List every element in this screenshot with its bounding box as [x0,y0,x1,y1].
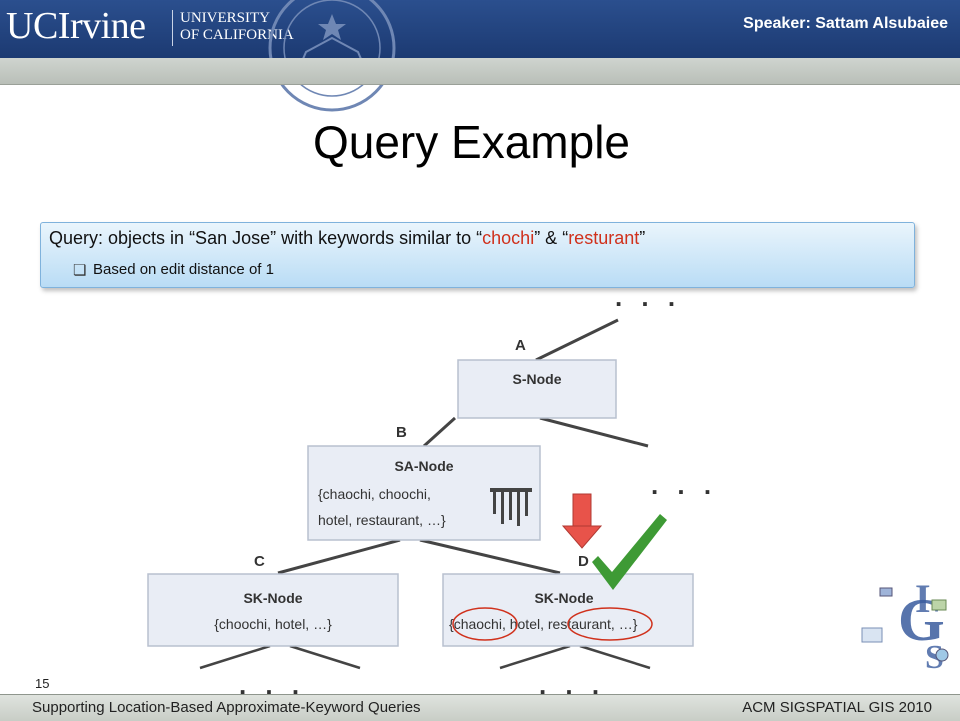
edge-c [277,538,401,575]
svg-text:G: G [898,587,945,653]
footer-bar: Supporting Location-Based Approximate-Ke… [0,694,960,721]
logo-univ-line1: UNIVERSITY [180,10,270,26]
sigspatial-logo-icon: G I S [861,576,949,676]
logo-univ-line2: OF CALIFORNIA [180,27,294,43]
sk-node-left-keywords: {choochi, hotel, …} [214,616,332,632]
ellipsis-right: . . . [651,470,717,500]
s-node-label: S-Node [513,371,562,387]
speaker-label: Speaker: Sattam Alsubaiee [743,15,948,32]
footer-conference: ACM SIGSPATIAL GIS 2010 [742,699,932,716]
edge-a [535,318,619,362]
slide-title: Query Example [312,116,630,168]
highlight-circle-restaurant [567,607,653,641]
edge-d [419,538,561,575]
uci-logo-subtitle: UNIVERSITY OF CALIFORNIA [180,10,294,44]
query-middle: ” & “ [534,228,569,248]
query-box: Query: objects in “San Jose” with keywor… [40,222,915,288]
query-keyword-1: chochi [482,228,535,248]
sk-node-left [147,573,399,647]
edge-right-child-2 [579,644,651,670]
svg-text:I: I [915,576,931,621]
header-band [0,58,960,85]
s-node [457,359,617,419]
query-text: Query: objects in “San Jose” with keywor… [49,228,645,249]
query-sub-bullet: ❏ Based on edit distance of 1 [73,261,274,279]
green-checkmark-icon [592,514,667,590]
inverted-list-icon [490,488,532,526]
sa-node-keywords-line1: {chaochi, choochi, [318,486,431,502]
sa-node-keywords-line2: hotel, restaurant, …} [318,512,446,528]
sk-node-right-keywords: {chaochi, hotel, restaurant, …} [449,616,638,632]
sk-node-right [442,573,694,647]
uci-logo: UCIrvine [6,5,146,47]
sk-right-kw-part1: { [449,616,454,632]
edge-right-child-1 [499,644,571,670]
edge-label-a: A [515,337,526,354]
edge-label-c: C [254,553,265,570]
query-suffix: ” [639,228,646,248]
edge-left-child-1 [199,644,271,670]
edge-label-b: B [396,424,407,441]
query-keyword-2: resturant [568,228,640,248]
svg-text:S: S [925,639,944,676]
footer-paper-title: Supporting Location-Based Approximate-Ke… [32,699,421,716]
ellipsis-top: . . . [615,282,681,312]
sk-right-kw-match1: chaochi [454,616,502,632]
sk-right-kw-part2: , hotel, [502,616,548,632]
logo-divider [172,10,173,46]
sk-node-right-label: SK-Node [534,590,593,606]
query-prefix: Query: objects in “San Jose” with keywor… [49,228,483,248]
bullet-icon: ❏ [73,262,87,279]
slide-number: 15 [35,676,50,691]
sk-node-left-label: SK-Node [243,590,302,606]
edge-right [539,416,649,448]
sk-right-kw-match2: restaurant [548,616,611,632]
red-down-arrow-icon [561,493,603,549]
edge-b [422,416,457,448]
sk-right-kw-part3: , …} [611,616,638,632]
sa-node-label: SA-Node [394,458,453,474]
edge-left-child-2 [289,644,361,670]
query-sub-text: Based on edit distance of 1 [93,261,274,278]
header-bar: UCIrvine UNIVERSITY OF CALIFORNIA Speake… [0,0,960,112]
highlight-circle-chaochi [452,607,518,641]
edge-label-d: D [578,553,589,570]
